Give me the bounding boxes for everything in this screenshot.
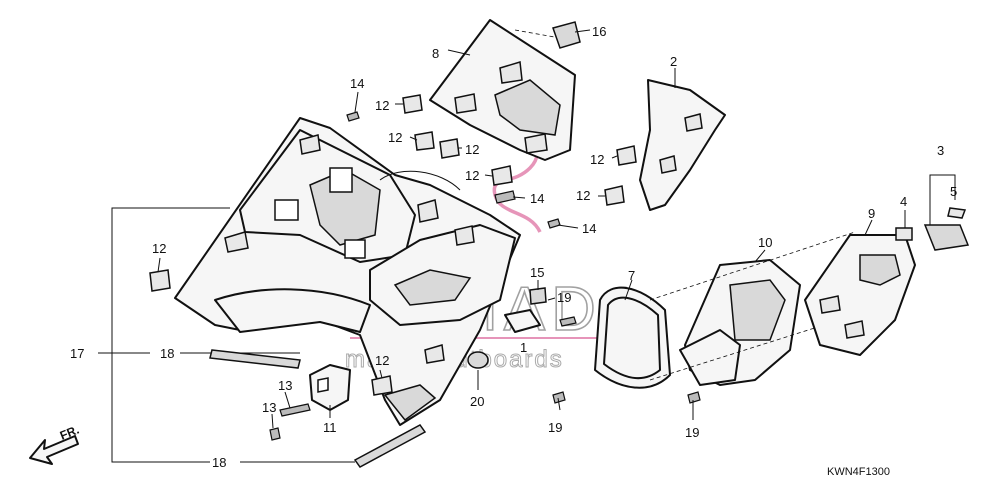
callout-12-g: 12 xyxy=(152,241,166,256)
screws xyxy=(269,111,701,441)
callout-4: 4 xyxy=(900,194,907,209)
part-9 xyxy=(804,234,916,356)
callout-20: 20 xyxy=(470,394,484,409)
callout-8: 8 xyxy=(432,46,439,61)
callout-12-a: 12 xyxy=(375,98,389,113)
callout-14-mid: 14 xyxy=(530,191,544,206)
callout-1: 1 xyxy=(520,340,527,355)
callout-19-right: 19 xyxy=(685,425,699,440)
clips-12 xyxy=(149,94,637,396)
strips-18 xyxy=(209,349,427,468)
small-parts xyxy=(467,287,547,369)
callout-13-a: 13 xyxy=(278,378,292,393)
callout-12-b: 12 xyxy=(388,130,402,145)
callout-7: 7 xyxy=(628,268,635,283)
callout-18-top: 18 xyxy=(160,346,174,361)
front-arrow: FR. xyxy=(29,423,81,465)
callout-18-bottom: 18 xyxy=(212,455,226,470)
callout-15: 15 xyxy=(530,265,544,280)
callout-19-mid: 19 xyxy=(557,290,571,305)
part-7 xyxy=(594,286,671,389)
callout-5: 5 xyxy=(950,184,957,199)
front-arrow-icon xyxy=(29,435,79,465)
callout-12-f: 12 xyxy=(576,188,590,203)
callout-12-c: 12 xyxy=(465,142,479,157)
callout-13-b: 13 xyxy=(262,400,276,415)
callout-2: 2 xyxy=(670,54,677,69)
callout-10: 10 xyxy=(758,235,772,250)
callouts: 8 16 2 14 12 12 12 12 12 12 14 14 3 5 4 … xyxy=(70,24,957,470)
callout-9: 9 xyxy=(868,206,875,221)
leader-lines xyxy=(157,29,906,463)
front-direction-label: FR. xyxy=(58,423,81,443)
callout-11: 11 xyxy=(323,420,337,435)
callout-17: 17 xyxy=(70,346,84,361)
clip-16 xyxy=(552,21,581,49)
panel-8 xyxy=(429,19,576,161)
inner-cover-left xyxy=(174,117,521,426)
callout-19-left: 19 xyxy=(548,420,562,435)
latch-assembly xyxy=(895,174,970,251)
callout-16: 16 xyxy=(592,24,606,39)
diagram-code: KWN4F1300 xyxy=(827,466,890,478)
part-10 xyxy=(649,231,856,386)
callout-12-h: 12 xyxy=(375,353,389,368)
callout-12-e: 12 xyxy=(590,152,604,167)
part-11 xyxy=(309,364,351,411)
part-2 xyxy=(639,79,726,211)
callout-3: 3 xyxy=(937,143,944,158)
callout-14-top: 14 xyxy=(350,76,364,91)
callout-12-d: 12 xyxy=(465,168,479,183)
callout-14-right: 14 xyxy=(582,221,596,236)
